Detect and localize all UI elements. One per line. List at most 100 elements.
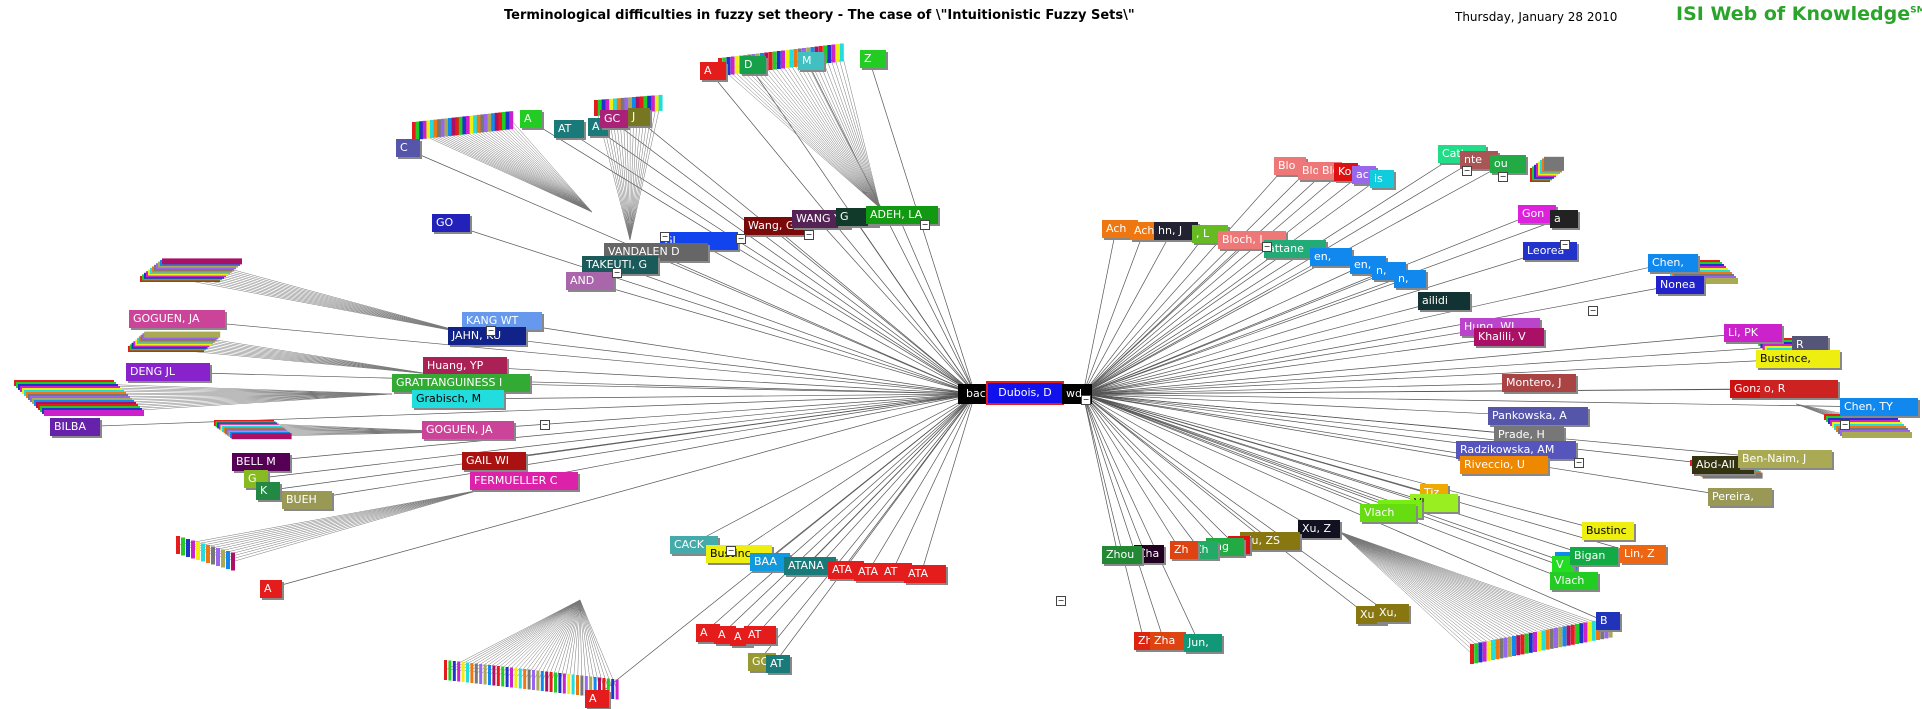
- collapsed-node-bar[interactable]: [598, 677, 601, 698]
- collapsed-node-bar[interactable]: [458, 116, 463, 135]
- right-author-node[interactable]: Khalili, V: [1474, 328, 1544, 346]
- collapsed-node-bar[interactable]: [654, 95, 659, 112]
- right-author-node[interactable]: en,: [1310, 248, 1352, 266]
- collapsed-node-bar[interactable]: [1533, 632, 1537, 652]
- collapsed-node-bar[interactable]: [1499, 638, 1504, 659]
- left-author-node[interactable]: A: [700, 62, 726, 80]
- right-author-node[interactable]: Xu, Z: [1298, 520, 1340, 538]
- collapsed-node-bar[interactable]: [412, 122, 416, 140]
- collapsed-node-bar[interactable]: [1541, 630, 1546, 651]
- left-author-node[interactable]: GOGUEN, JA: [422, 421, 514, 439]
- right-author-node[interactable]: Riveccio, U: [1460, 456, 1548, 474]
- collapsed-node-bar[interactable]: [518, 668, 522, 689]
- collapsed-node-bar[interactable]: [764, 52, 769, 71]
- right-author-node[interactable]: is: [1370, 170, 1394, 188]
- left-author-node[interactable]: AT: [766, 655, 790, 673]
- collapsed-node-bar[interactable]: [651, 95, 655, 112]
- collapsed-node-bar[interactable]: [437, 119, 442, 138]
- collapsed-node-bar[interactable]: [605, 99, 610, 116]
- selected-center-node[interactable]: Dubois, D: [986, 381, 1064, 405]
- collapsed-node-bar[interactable]: [635, 96, 640, 113]
- collapsed-node-bar[interactable]: [620, 97, 625, 114]
- collapsed-node-bar[interactable]: [226, 551, 230, 569]
- collapsed-node-bar[interactable]: [1486, 640, 1491, 661]
- left-author-node[interactable]: AT: [744, 626, 776, 644]
- collapsed-node-bar[interactable]: [1583, 622, 1588, 643]
- collapsed-node-bar[interactable]: [776, 51, 781, 69]
- left-author-node[interactable]: ATA: [904, 565, 946, 583]
- collapsed-node-bar[interactable]: [211, 546, 215, 565]
- collapsed-node-bar[interactable]: [474, 663, 478, 684]
- collapsed-node-bar[interactable]: [186, 539, 190, 557]
- right-author-node[interactable]: Bustince,: [1756, 350, 1840, 368]
- collapsed-node-bar[interactable]: [611, 679, 615, 699]
- brand-logo[interactable]: ISI Web of KnowledgeSM: [1676, 3, 1922, 25]
- left-author-node[interactable]: BILBA: [50, 418, 100, 436]
- right-author-node[interactable]: nte: [1460, 151, 1498, 169]
- left-author-node[interactable]: Z: [860, 50, 886, 68]
- collapsed-node-bar[interactable]: [527, 669, 531, 690]
- left-author-node[interactable]: AT: [554, 120, 584, 138]
- collapsed-node-bar[interactable]: [835, 44, 840, 62]
- collapsed-node-bar[interactable]: [1596, 620, 1600, 640]
- right-author-node[interactable]: Pankowska, A: [1488, 407, 1588, 425]
- right-author-node[interactable]: Vlach: [1550, 572, 1598, 590]
- right-author-node[interactable]: Gonz: [1730, 380, 1768, 398]
- collapsed-node-bar[interactable]: [196, 542, 200, 560]
- collapse-icon[interactable]: −: [1574, 458, 1584, 468]
- right-author-node[interactable]: Xu, ZS: [1240, 532, 1300, 550]
- collapsed-node-bar[interactable]: [613, 98, 617, 115]
- left-author-node[interactable]: BAA: [750, 553, 790, 571]
- collapsed-node-bar[interactable]: [589, 676, 593, 697]
- right-author-node[interactable]: a: [1550, 210, 1578, 228]
- collapsed-node-bar[interactable]: [580, 675, 584, 696]
- collapsed-node-bar[interactable]: [584, 676, 588, 696]
- right-author-node[interactable]: Chen,: [1648, 254, 1698, 272]
- collapsed-node-bar[interactable]: [1566, 625, 1571, 646]
- collapsed-node-bar[interactable]: [831, 44, 836, 63]
- collapsed-node-bar[interactable]: [505, 111, 510, 130]
- collapsed-node-bar[interactable]: [593, 677, 597, 697]
- right-author-node[interactable]: Xu,: [1375, 604, 1409, 622]
- left-author-node[interactable]: C: [396, 139, 420, 157]
- right-author-node[interactable]: Chen, TY: [1840, 398, 1918, 416]
- collapse-icon[interactable]: −: [1560, 240, 1570, 250]
- right-author-node[interactable]: Zha: [1150, 632, 1186, 650]
- collapsed-node-bar[interactable]: [476, 114, 481, 133]
- collapsed-node-bar[interactable]: [545, 671, 549, 692]
- collapsed-node-bar[interactable]: [1516, 635, 1521, 656]
- left-author-node[interactable]: GOGUEN, JA: [129, 310, 225, 328]
- collapsed-node-bar[interactable]: [1575, 624, 1579, 644]
- collapsed-node-bar[interactable]: [473, 115, 478, 134]
- collapsed-node-bar[interactable]: [491, 113, 496, 132]
- collapsed-node-bar[interactable]: [1570, 624, 1575, 645]
- collapsed-node-bar[interactable]: [523, 669, 527, 689]
- right-author-node[interactable]: Montero, J: [1502, 374, 1576, 392]
- collapsed-node-bar[interactable]: [793, 49, 798, 67]
- collapsed-node-bar[interactable]: [483, 664, 487, 685]
- left-author-node[interactable]: ADEH, LA: [866, 206, 938, 224]
- left-author-node[interactable]: JAHN, KU: [448, 327, 526, 345]
- collapsed-node-bar[interactable]: [562, 673, 566, 694]
- collapsed-node-bar[interactable]: [469, 115, 474, 134]
- collapsed-node-bar[interactable]: [1491, 640, 1495, 660]
- collapse-icon[interactable]: −: [540, 420, 550, 430]
- collapsed-node-bar[interactable]: [609, 98, 614, 115]
- collapsed-node-bar[interactable]: [1678, 278, 1738, 284]
- collapsed-node-bar[interactable]: [201, 543, 205, 562]
- collapsed-node-bar[interactable]: [44, 410, 144, 416]
- right-author-node[interactable]: hn, J: [1154, 222, 1198, 240]
- collapsed-node-bar[interactable]: [1545, 629, 1550, 650]
- collapsed-node-bar[interactable]: [1544, 156, 1564, 171]
- collapsed-node-bar[interactable]: [191, 540, 195, 559]
- collapse-icon[interactable]: −: [1081, 395, 1091, 405]
- left-author-node[interactable]: GC: [600, 110, 628, 128]
- collapsed-node-bar[interactable]: [734, 56, 739, 74]
- right-author-node[interactable]: Bigan: [1570, 547, 1618, 565]
- collapsed-node-bar[interactable]: [781, 50, 785, 69]
- collapse-icon[interactable]: −: [1462, 166, 1472, 176]
- collapsed-node-bar[interactable]: [501, 666, 505, 687]
- right-author-node[interactable]: V: [1552, 556, 1574, 574]
- collapsed-node-bar[interactable]: [451, 117, 456, 136]
- collapsed-node-bar[interactable]: [1520, 634, 1525, 655]
